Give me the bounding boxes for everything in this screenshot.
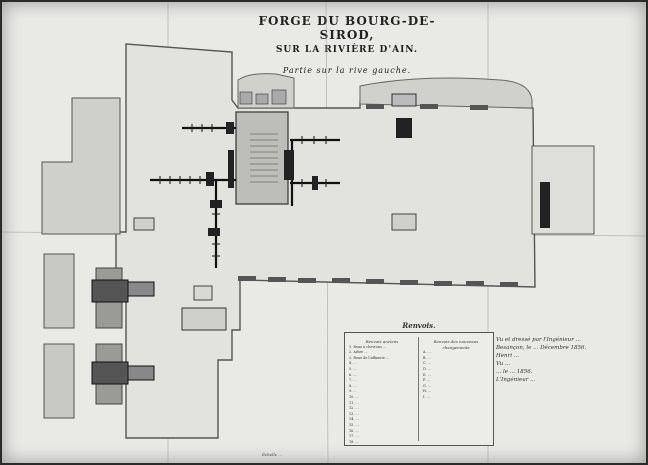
legend-item: G. ... <box>423 383 431 388</box>
legend-left-column: Renvois anciens 1. Roue à chevrons ... 2… <box>349 339 415 445</box>
legend-item: F. ... <box>423 378 431 383</box>
river-bank-right <box>359 77 533 109</box>
legend-item: 16. ... <box>349 428 359 433</box>
legend-item: B. ... <box>423 355 431 360</box>
legend-item: E. ... <box>423 372 431 377</box>
note-line: Vu ... <box>496 361 511 367</box>
mill-bay-1 <box>43 253 75 329</box>
legend-item: 15. ... <box>349 422 359 427</box>
note-line: Besançon, le ... Décembre 1856. <box>496 345 587 351</box>
hammer-2 <box>91 361 155 385</box>
legend-item: 1. Roue à chevrons ... <box>349 344 387 349</box>
legend-item: 9. ... <box>349 389 357 394</box>
legend-right-heading: Renvois des nouveaux changements <box>433 339 479 350</box>
legend-item: 7. ... <box>349 378 357 383</box>
small-anvil <box>193 285 213 301</box>
forge-grate <box>250 133 278 183</box>
legend-item: H. ... <box>423 389 432 394</box>
legend-item: 3. Roue de l'affinerie ... <box>349 355 390 360</box>
legend-item: I. ... <box>423 394 430 399</box>
drawing-title: FORGE DU BOURG-DE-SIROD, <box>258 14 436 42</box>
legend-item: 6. ... <box>349 372 357 377</box>
machine-block-right <box>391 93 417 107</box>
note-line: L'Ingénieur ... <box>496 377 536 383</box>
shaft-ticks <box>159 124 327 257</box>
left-wing <box>41 97 121 235</box>
legend-item: 10. ... <box>349 394 359 399</box>
hammer-1 <box>91 279 155 303</box>
legend-item: 13. ... <box>349 411 359 416</box>
legend-item: D. ... <box>423 366 431 371</box>
gear-wheels <box>206 118 550 236</box>
legend-item: 17. ... <box>349 434 359 439</box>
mill-bay-2 <box>43 343 75 419</box>
legend-item: 14. ... <box>349 417 359 422</box>
drawing-part-caption: Partie sur la rive gauche. <box>282 66 412 75</box>
drawing-subtitle: SUR LA RIVIÈRE D'AIN. <box>275 45 419 55</box>
legend-item: 5. ... <box>349 366 357 371</box>
legend-item: A. ... <box>423 350 431 355</box>
legend-title: Renvois. <box>402 321 436 330</box>
wall-piers <box>238 104 518 287</box>
legend-left-heading: Renvois anciens <box>365 339 399 344</box>
title-block: FORGE DU BOURG-DE-SIROD, SUR LA RIVIÈRE … <box>232 14 462 75</box>
legend-box: Renvois. Renvois anciens 1. Roue à chevr… <box>344 321 494 446</box>
legend-item: 12. ... <box>349 406 359 411</box>
legend-right-column: Renvois des nouveaux changements A. ... … <box>423 339 489 401</box>
legend-divider <box>418 337 419 441</box>
store-block <box>133 217 155 231</box>
legend-item: 8. ... <box>349 383 357 388</box>
furnace-block <box>181 307 227 331</box>
note-line: ... le ... 1856. <box>496 369 533 375</box>
legend-item: 2. Arbre ... <box>349 350 368 355</box>
legend-item: 18. ... <box>349 439 359 444</box>
certification-notes: Vu et dressé par l'Ingénieur ... Besanço… <box>496 336 636 384</box>
note-line: Vu et dressé par l'Ingénieur ... <box>496 337 581 343</box>
note-line: Henri ... <box>496 353 519 359</box>
houses-row <box>239 89 287 105</box>
legend-item: C. ... <box>423 361 431 366</box>
legend-item: 11. ... <box>349 400 359 405</box>
scale-label: Échelle ... <box>262 452 283 457</box>
legend-item: 4. ... <box>349 361 357 366</box>
workshop-block <box>391 213 417 231</box>
